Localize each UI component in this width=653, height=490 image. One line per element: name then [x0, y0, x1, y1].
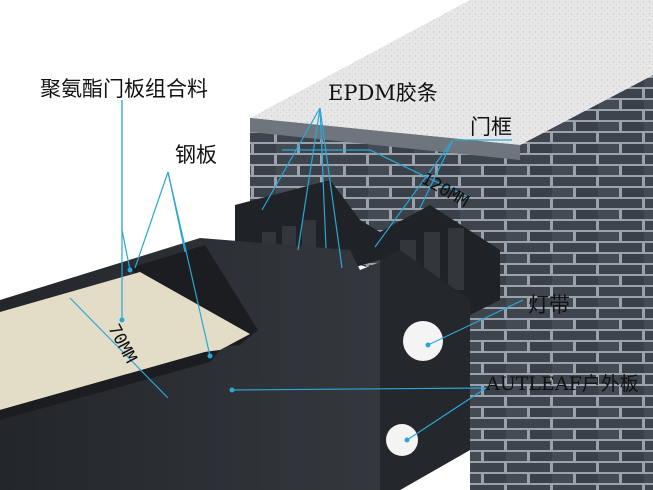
leader-lines	[69, 100, 524, 443]
steel-plate-inner	[0, 350, 220, 420]
light-strip-dot-lower	[386, 424, 418, 456]
label-polyurethane-core: 聚氨酯门板组合料	[40, 77, 208, 101]
label-door-frame: 门框	[470, 115, 512, 139]
label-epdm-strip: EPDM胶条	[328, 81, 438, 105]
light-strip-dot-upper	[403, 321, 443, 361]
wall-top-concrete	[250, 0, 653, 145]
polyurethane-core	[0, 272, 250, 410]
wall-front-edge	[250, 118, 520, 160]
label-outdoor-panel: AUTLEAF户外板	[485, 373, 639, 395]
label-light-strip: 灯带	[528, 293, 570, 317]
label-steel-plate: 钢板	[175, 143, 217, 167]
